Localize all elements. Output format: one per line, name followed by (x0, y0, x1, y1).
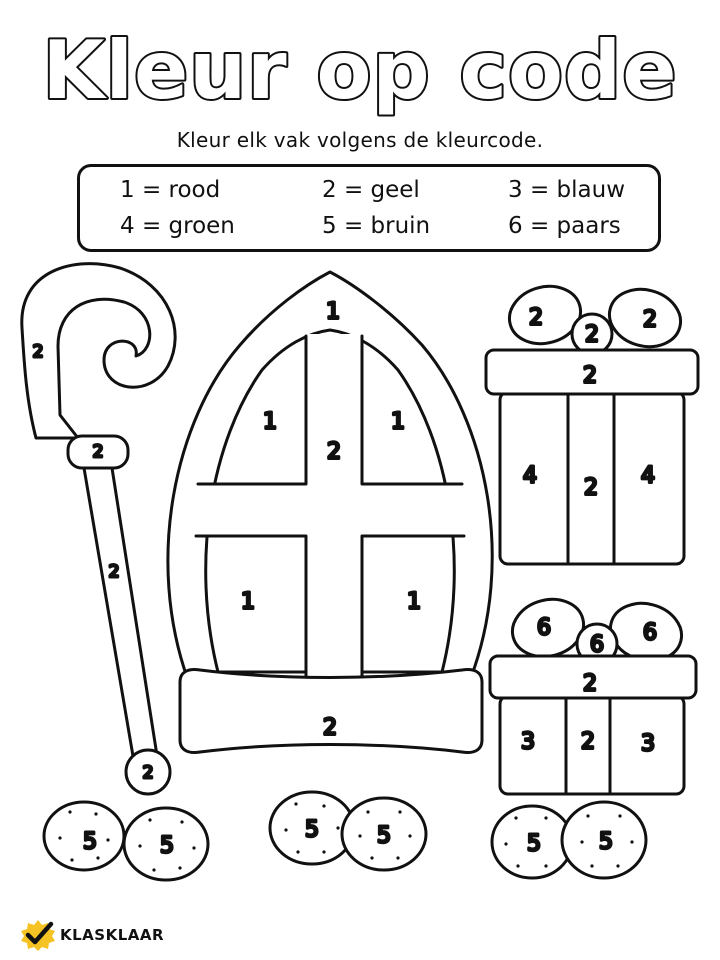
cookies: 5 5 5 5 5 5 (42, 790, 648, 882)
gift2-bow-knot-code: 6 (590, 633, 604, 658)
cookie-6-code: 5 (599, 830, 613, 855)
cookie-4-region (340, 796, 428, 872)
page-title-graphic: Kleur op code (41, 22, 679, 119)
bishop-staff: 2 2 2 2 (20, 262, 177, 796)
staff-knob-region (124, 748, 172, 796)
gift2-left-code: 3 (521, 730, 535, 755)
mitre-lower-left-code: 1 (241, 590, 255, 615)
cookie-6-region (560, 800, 648, 880)
klasklaar-logo: KLASKLAAR (20, 918, 164, 952)
mitre-band-code: 2 (323, 716, 337, 741)
gift1-right-code: 4 (641, 464, 655, 489)
staff-hook-code: 2 (33, 342, 44, 362)
gift2-ribbon-code: 2 (581, 730, 595, 755)
cookie-pair-3: 5 5 (490, 800, 648, 880)
gift-box-large: 2 2 2 2 4 2 4 (484, 284, 700, 566)
gift2-right-code: 3 (641, 732, 655, 757)
staff-pole-region (82, 466, 160, 764)
bishop-mitre: 1 2 1 1 1 1 2 (166, 270, 494, 754)
color-code-legend: 1 = rood 2 = geel 3 = blauw 4 = groen 5 … (77, 164, 661, 252)
gift1-lid-region (484, 348, 700, 396)
gift1-ribbon-code: 2 (584, 476, 598, 501)
cookie-3-code: 5 (305, 818, 319, 843)
legend-item-5: 5 = bruin (322, 213, 431, 239)
gift1-bow-left-code: 2 (529, 306, 543, 331)
cookie-4-code: 5 (377, 824, 391, 849)
staff-hook-region (20, 262, 177, 440)
staff-knob-code: 2 (143, 763, 154, 783)
checkmark-badge-icon (21, 920, 55, 951)
gift2-bow-left-code: 6 (537, 616, 551, 641)
cookie-2-region (122, 806, 210, 882)
staff-ring-code: 2 (93, 442, 104, 462)
gift1-bow-left-region (507, 284, 583, 346)
instruction-text: Kleur elk vak volgens de kleurcode. (176, 128, 544, 152)
legend-item-6: 6 = paars (508, 213, 621, 239)
cookie-pair-1: 5 5 (42, 800, 210, 882)
staff-pole-code: 2 (109, 562, 120, 582)
mitre-lower-right-code: 1 (407, 590, 421, 615)
mitre-upper-right-code: 1 (391, 410, 405, 435)
gift-box-small: 6 6 6 2 3 2 3 (488, 597, 698, 796)
gift2-bow-right-code: 6 (643, 621, 657, 646)
gift1-bow-right-region (607, 287, 683, 349)
cookie-pair-2: 5 5 (268, 790, 428, 872)
page-title: Kleur op code (43, 24, 678, 117)
legend-item-4: 4 = groen (120, 213, 235, 239)
legend-item-1: 1 = rood (120, 177, 221, 203)
gift1-lid-code: 2 (583, 364, 597, 389)
mitre-band-region (178, 668, 484, 754)
legend-item-3: 3 = blauw (508, 177, 625, 203)
cookie-2-code: 5 (160, 834, 174, 859)
cookie-5-code: 5 (527, 832, 541, 857)
gift1-left-code: 4 (523, 464, 537, 489)
brand-name: KLASKLAAR (60, 926, 165, 944)
legend-item-2: 2 = geel (322, 177, 420, 203)
mitre-cross-code: 2 (327, 440, 341, 465)
gift1-bow-knot-code: 2 (585, 323, 599, 348)
mitre-cross-horizontal (196, 484, 464, 536)
gift2-lid-code: 2 (583, 672, 597, 697)
mitre-top-code: 1 (326, 300, 340, 325)
cookie-1-code: 5 (83, 830, 97, 855)
mitre-upper-left-code: 1 (263, 410, 277, 435)
gift2-lid-region (488, 654, 698, 700)
gift1-bow-right-code: 2 (643, 308, 657, 333)
